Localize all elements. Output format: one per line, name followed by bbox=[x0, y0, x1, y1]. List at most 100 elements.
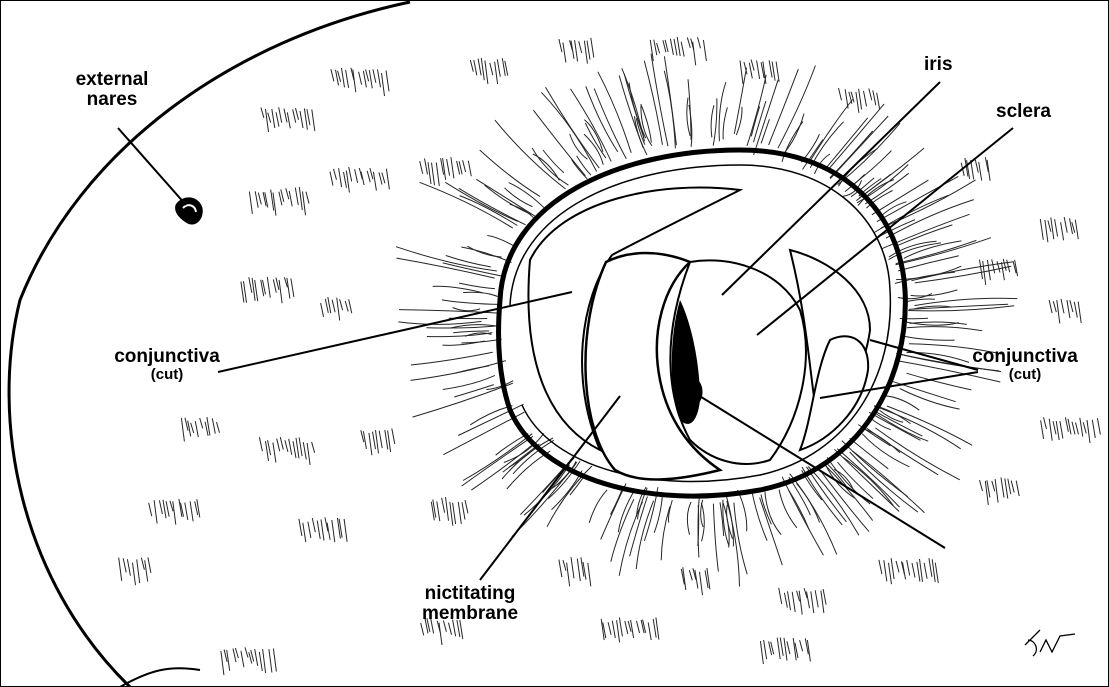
skin-hatch-stroke bbox=[856, 92, 859, 113]
skin-hatch-stroke bbox=[173, 501, 176, 524]
skin-hatch-stroke bbox=[303, 442, 306, 459]
skin-hatch-stroke bbox=[185, 503, 188, 520]
skin-hatch-stroke bbox=[1048, 221, 1051, 232]
skin-hatch-stroke bbox=[598, 72, 631, 153]
skin-hatch-stroke bbox=[823, 589, 826, 605]
skin-hatch-stroke bbox=[296, 108, 299, 120]
skin-hatch-stroke bbox=[200, 418, 203, 428]
skin-hatch-stroke bbox=[799, 591, 802, 615]
skin-hatch-stroke bbox=[212, 418, 215, 433]
skin-hatch-stroke bbox=[850, 452, 918, 512]
skin-hatch-stroke bbox=[307, 443, 310, 465]
skin-hatch-stroke bbox=[276, 278, 279, 290]
skin-hatch-stroke bbox=[369, 433, 372, 455]
skin-hatch-stroke bbox=[815, 590, 818, 607]
skin-hatch-stroke bbox=[830, 116, 888, 179]
skin-hatch-stroke bbox=[373, 69, 376, 83]
skin-hatch-stroke bbox=[386, 71, 389, 92]
skin-hatch-stroke bbox=[657, 43, 660, 53]
skin-hatch-stroke bbox=[641, 620, 644, 633]
skin-hatch-stroke bbox=[869, 89, 872, 101]
artist-signature bbox=[1025, 630, 1075, 656]
skin-hatch-stroke bbox=[779, 588, 782, 604]
skin-hatch-stroke bbox=[334, 169, 337, 180]
skin-hatch-stroke bbox=[784, 593, 787, 608]
skin-hatch-stroke bbox=[907, 327, 982, 331]
skin-hatch-stroke bbox=[411, 352, 493, 365]
skin-hatch-stroke bbox=[300, 111, 303, 128]
skin-hatch-stroke bbox=[502, 438, 553, 479]
skin-hatch-stroke bbox=[487, 236, 515, 247]
skin-hatch-stroke bbox=[917, 562, 920, 582]
skin-hatch-stroke bbox=[127, 559, 130, 576]
skin-hatch-stroke bbox=[502, 58, 505, 76]
skin-hatch-stroke bbox=[449, 623, 452, 635]
skin-hatch-stroke bbox=[385, 430, 388, 449]
skin-hatch-stroke bbox=[191, 423, 194, 433]
skin-hatch-stroke bbox=[577, 156, 591, 175]
skin-hatch-stroke bbox=[378, 69, 381, 87]
skin-hatch-stroke bbox=[995, 479, 998, 502]
skin-hatch-stroke bbox=[425, 159, 428, 175]
skin-hatch-stroke bbox=[792, 592, 795, 612]
skin-hatch-stroke bbox=[575, 40, 578, 61]
skin-hatch-stroke bbox=[463, 292, 498, 296]
skin-hatch-stroke bbox=[342, 68, 345, 87]
skin-hatch-stroke bbox=[1064, 217, 1067, 233]
skin-hatch-stroke bbox=[1075, 220, 1078, 240]
skin-hatch-stroke bbox=[299, 437, 302, 456]
skin-hatch-stroke bbox=[119, 558, 122, 581]
skin-hatch-stroke bbox=[287, 278, 290, 299]
skin-hatch-stroke bbox=[382, 173, 385, 184]
skin-hatch-stroke bbox=[752, 490, 768, 541]
skin-hatch-stroke bbox=[887, 406, 972, 445]
skin-hatch-stroke bbox=[437, 502, 440, 522]
skin-hatch-stroke bbox=[145, 560, 148, 581]
skin-hatch-stroke bbox=[463, 160, 466, 172]
skin-hatch-stroke bbox=[901, 336, 954, 340]
skin-hatch-stroke bbox=[567, 563, 570, 587]
skin-hatch-stroke bbox=[571, 41, 574, 59]
skin-hatch-stroke bbox=[287, 112, 290, 128]
skin-hatch-stroke bbox=[337, 298, 340, 321]
skin-hatch-stroke bbox=[321, 519, 324, 540]
skin-hatch-stroke bbox=[776, 62, 779, 82]
skin-hatch-stroke bbox=[1067, 300, 1070, 318]
skin-hatch-stroke bbox=[829, 104, 884, 169]
skin-hatch-stroke bbox=[1053, 301, 1056, 312]
skin-hatch-stroke bbox=[258, 193, 261, 205]
skin-hatch-stroke bbox=[505, 188, 533, 207]
skin-hatch-stroke bbox=[363, 431, 366, 449]
skin-hatch-stroke bbox=[339, 168, 342, 187]
skin-hatch-stroke bbox=[713, 504, 718, 572]
skin-hatch-stroke bbox=[674, 39, 677, 56]
label-external-nares-line2: nares bbox=[52, 90, 172, 110]
skin-hatch-stroke bbox=[751, 60, 754, 71]
skin-hatch-stroke bbox=[992, 259, 995, 273]
skin-hatch-stroke bbox=[912, 563, 915, 578]
skin-hatch-stroke bbox=[1003, 259, 1006, 271]
skin-hatch-stroke bbox=[1008, 479, 1011, 495]
skin-hatch-stroke bbox=[1049, 300, 1052, 313]
skin-hatch-stroke bbox=[295, 188, 298, 206]
skin-hatch-stroke bbox=[884, 560, 887, 581]
skin-hatch-stroke bbox=[245, 647, 248, 657]
skin-hatch-stroke bbox=[312, 442, 315, 453]
skin-hatch-stroke bbox=[293, 110, 296, 123]
skin-hatch-stroke bbox=[346, 171, 349, 193]
skin-hatch-stroke bbox=[386, 169, 389, 190]
skin-hatch-stroke bbox=[1051, 217, 1054, 239]
skin-hatch-stroke bbox=[751, 106, 759, 136]
skin-hatch-stroke bbox=[601, 484, 626, 540]
skin-hatch-stroke bbox=[1060, 421, 1063, 439]
skin-hatch-stroke bbox=[1087, 420, 1090, 443]
skin-hatch-stroke bbox=[280, 437, 283, 450]
skin-hatch-stroke bbox=[884, 396, 919, 411]
skin-hatch-stroke bbox=[584, 41, 587, 64]
skin-hatch-stroke bbox=[277, 439, 280, 452]
skin-hatch-stroke bbox=[442, 300, 501, 305]
skin-hatch-stroke bbox=[681, 42, 684, 57]
skin-hatch-stroke bbox=[317, 521, 320, 539]
skin-hatch-stroke bbox=[738, 490, 747, 531]
skin-hatch-stroke bbox=[579, 41, 582, 53]
